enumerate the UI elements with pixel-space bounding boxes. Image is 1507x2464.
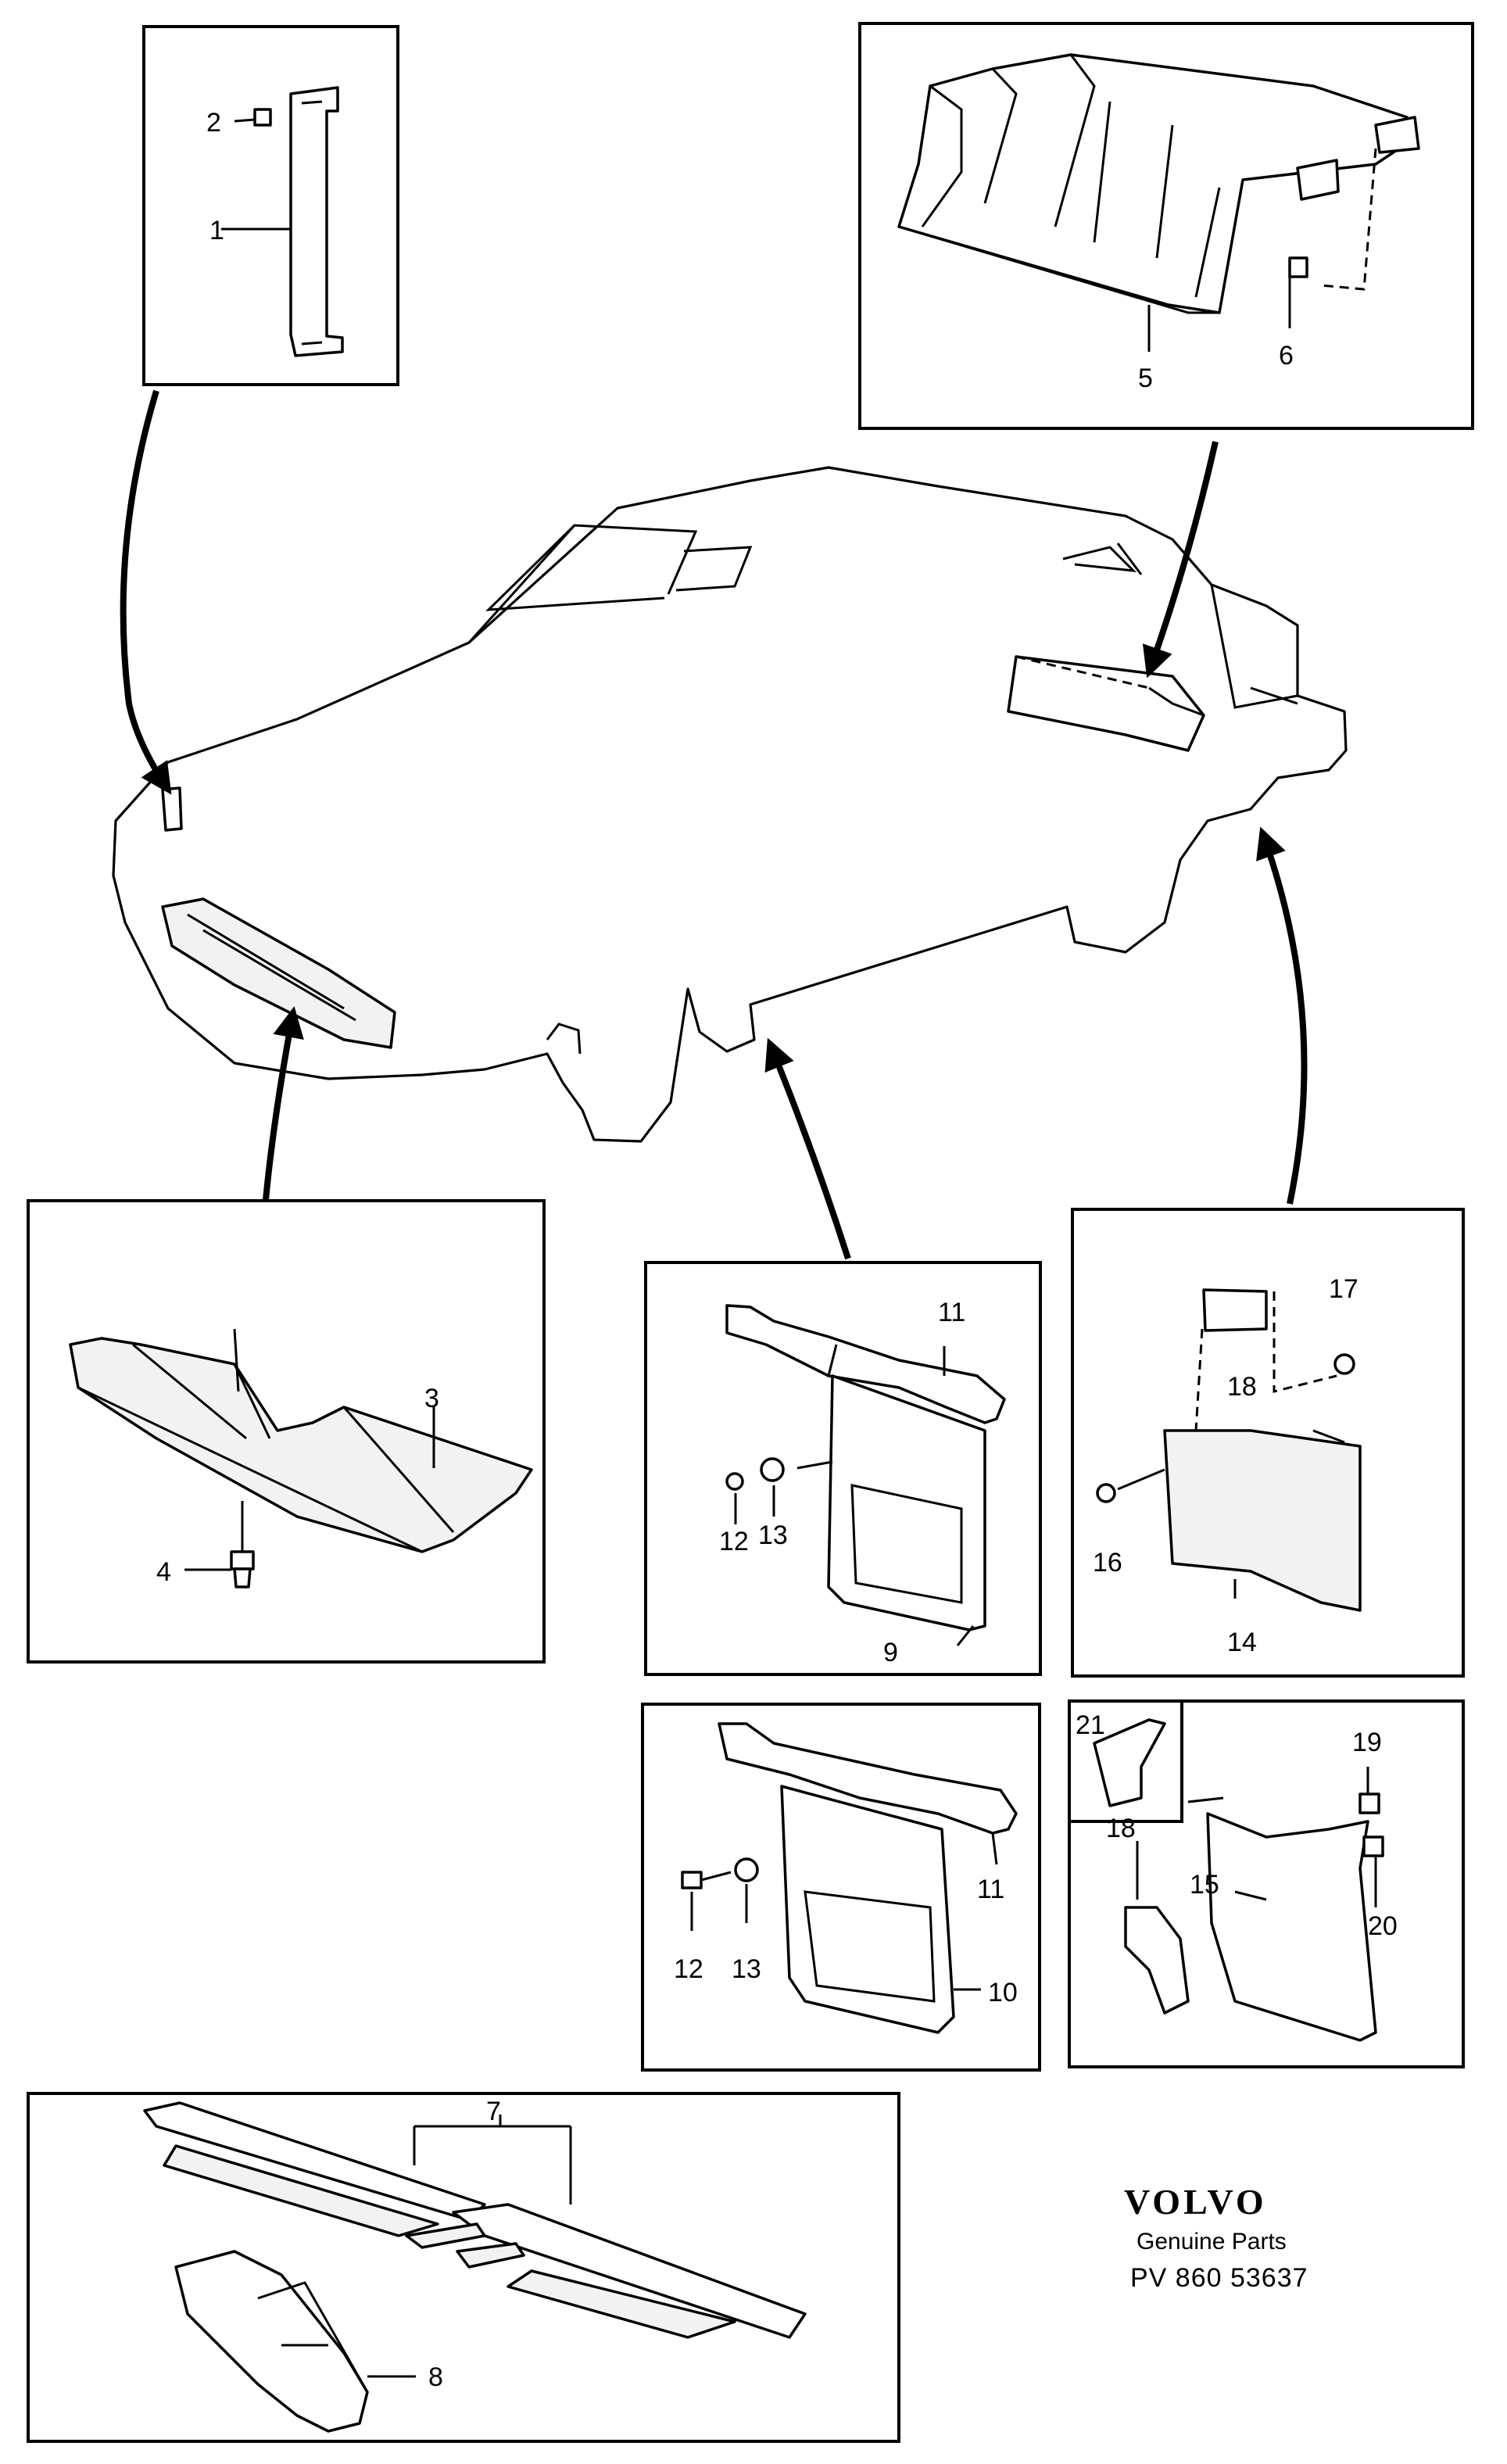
callout-15: 15 [1190,1870,1219,1900]
callout-18a: 18 [1227,1372,1257,1402]
callout-labels: 2 1 5 6 3 4 11 13 12 9 17 18 16 14 11 12… [156,108,1398,2392]
panel-mudflap-15 [1068,1699,1465,2068]
panel-mudflap-9 [644,1261,1042,1676]
callout-19: 19 [1352,1728,1382,1757]
callout-8: 8 [428,2362,443,2392]
callout-2: 2 [206,108,221,138]
callout-9: 9 [883,1638,898,1667]
callout-1: 1 [209,216,224,245]
panel-mudflap-14 [1071,1208,1465,1678]
callout-14: 14 [1227,1628,1257,1657]
callout-11a: 11 [938,1298,965,1327]
brand-logo: VOLVO [1124,2182,1267,2222]
car-outline [112,466,1348,1143]
panel-bars-seal [27,2092,900,2443]
callout-20: 20 [1368,1911,1398,1941]
callout-18b: 18 [1106,1814,1136,1843]
callout-12a: 12 [719,1527,749,1556]
callout-17: 17 [1329,1274,1358,1304]
part-reference: PV 860 53637 [1130,2263,1308,2293]
callout-16: 16 [1093,1548,1122,1578]
callout-4: 4 [156,1557,171,1587]
callout-3: 3 [424,1384,439,1413]
callout-12b: 12 [674,1954,703,1984]
callout-6: 6 [1279,341,1294,371]
brand-subtitle: Genuine Parts [1137,2229,1287,2254]
panel-bracket-front [142,25,399,386]
callout-13b: 13 [732,1954,761,1984]
callout-21: 21 [1076,1710,1105,1740]
leader-arrows [120,389,1308,1260]
callout-5: 5 [1138,364,1153,393]
callout-10: 10 [988,1978,1018,2007]
callout-7: 7 [486,2097,501,2126]
panel-mudflap-10 [641,1703,1041,2072]
callout-13a: 13 [758,1520,788,1550]
panel-front-spoiler [27,1199,546,1664]
callout-11b: 11 [977,1875,1004,1904]
panel-rear-shield [858,22,1474,430]
footer-branding: VOLVO Genuine Parts PV 860 53637 [1124,2182,1308,2293]
